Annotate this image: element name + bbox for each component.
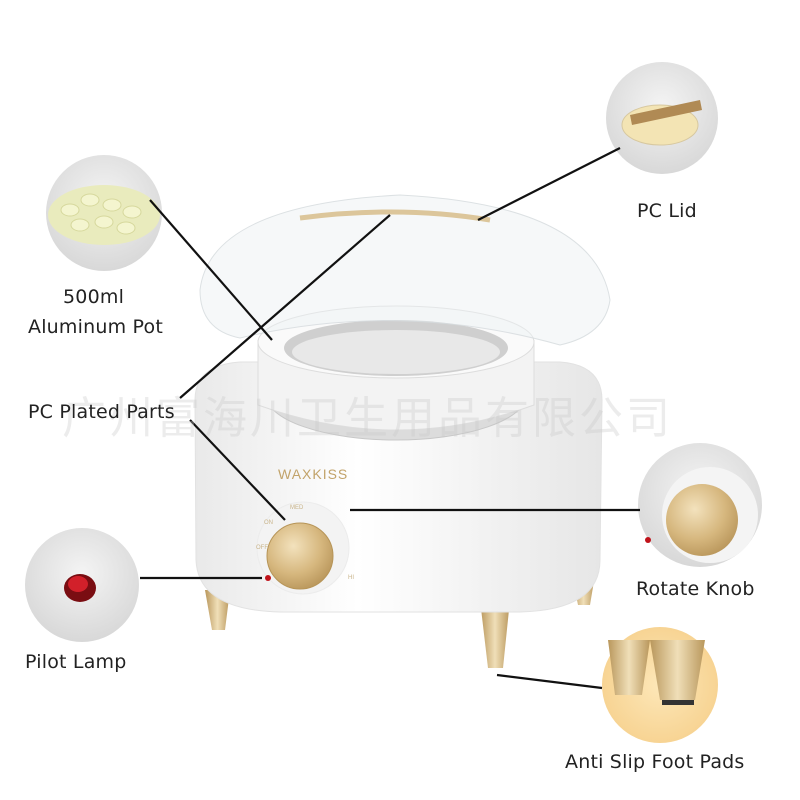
callout-pc-lid-image <box>606 62 718 174</box>
label-aluminum-pot: Aluminum Pot <box>28 316 163 338</box>
callout-pilot-lamp-image <box>25 528 139 642</box>
label-pilot-lamp: Pilot Lamp <box>25 651 127 673</box>
label-pot-capacity: 500ml <box>63 286 125 308</box>
label-pc-lid: PC Lid <box>637 200 697 222</box>
label-foot-pads: Anti Slip Foot Pads <box>565 751 745 773</box>
watermark: 广州富海川卫生用品有限公司 <box>62 393 673 444</box>
rotate-knob[interactable] <box>266 522 334 590</box>
knob-mark-off: OFF <box>256 545 268 551</box>
pc-lid <box>199 194 611 346</box>
label-pc-plated-parts: PC Plated Parts <box>28 401 175 423</box>
pilot-lamp-indicator <box>265 575 271 581</box>
callout-rotate-knob-image <box>638 443 762 567</box>
callout-aluminum-pot-image <box>46 155 162 271</box>
knob-mark-med: MED <box>290 505 304 511</box>
knob-mark-hi: HI <box>348 575 354 581</box>
knob-mark-on: ON <box>264 520 273 526</box>
label-rotate-knob: Rotate Knob <box>636 578 755 600</box>
brand-logo: WAXKISS <box>278 466 349 482</box>
leader-lines <box>140 147 640 690</box>
callout-foot-pads-image <box>602 627 718 743</box>
